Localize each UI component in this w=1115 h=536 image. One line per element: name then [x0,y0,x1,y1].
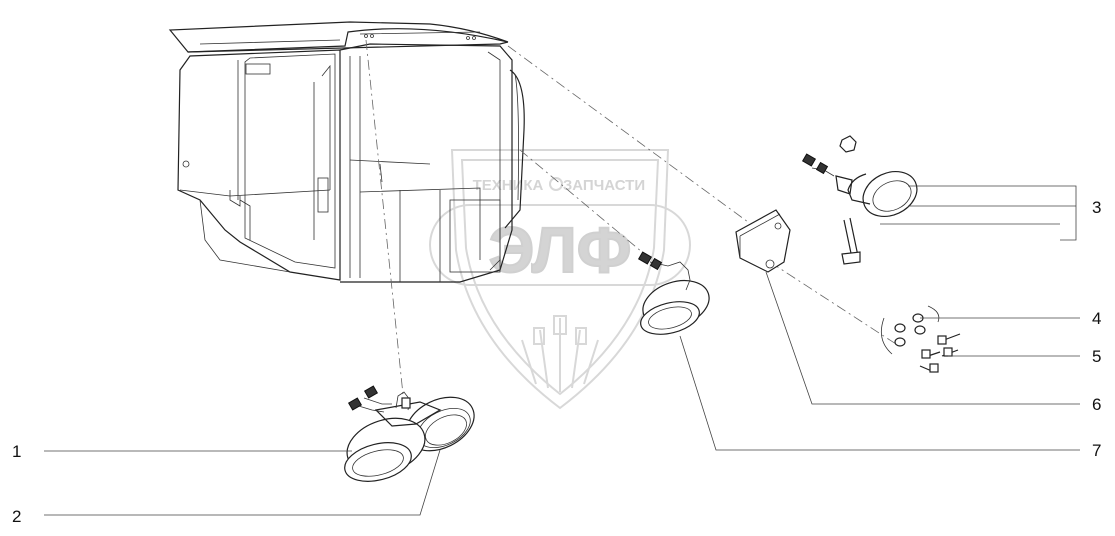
callout-6: 6 [1092,395,1101,414]
leader-lines [44,185,1080,516]
bracket-lamp-assembly [735,135,918,273]
callouts: 1 2 3 4 5 6 7 [12,198,1101,526]
wheat-icon [521,315,599,392]
twin-headlamp-assembly [344,385,475,482]
callout-3: 3 [1092,198,1101,217]
callout-2: 2 [12,507,21,526]
watermark-logo-text: ЭЛФ [489,214,632,286]
callout-5: 5 [1092,347,1101,366]
centre-lines [365,39,897,405]
tractor-cab [168,21,525,283]
watermark-right-text: ЗАПЧАСТИ [563,177,645,194]
gear-icon [549,177,563,191]
callout-1: 1 [12,442,21,461]
watermark-left-text: ТЕХНИКА [473,177,544,194]
callout-7: 7 [1092,441,1101,460]
single-headlamp-assembly [637,251,710,335]
fastener-set [880,305,961,373]
callout-4: 4 [1092,309,1101,328]
